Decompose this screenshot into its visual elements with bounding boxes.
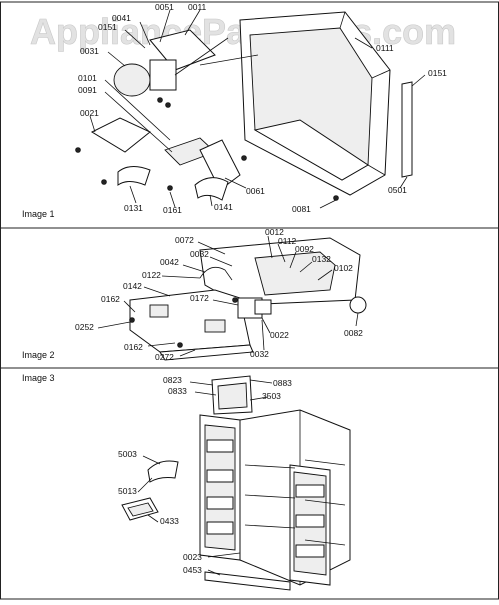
image-1-title: Image 1	[22, 209, 55, 219]
freezer-bin	[206, 439, 234, 453]
callout: 0151	[428, 68, 447, 78]
chute-left	[117, 166, 151, 186]
image-1-drawing	[75, 9, 426, 209]
callout: 0501	[388, 185, 407, 195]
callout: 0082	[344, 328, 363, 338]
callout: 0833	[168, 386, 187, 396]
callout: 0101	[78, 73, 97, 83]
callout: 0091	[78, 85, 97, 95]
image-3-callouts: 0823 0833 0883 3503 5003 5013 0433 0023 …	[118, 375, 292, 575]
callout: 0433	[160, 516, 179, 526]
fan-motor	[149, 59, 177, 91]
freezer-door-inner	[204, 424, 236, 551]
callout: 0161	[163, 205, 182, 215]
gasket-strip	[401, 81, 413, 178]
callout: 5003	[118, 449, 137, 459]
dispenser-cover-inner	[217, 382, 248, 410]
door-bin	[295, 484, 325, 498]
freezer-bin	[206, 469, 234, 483]
freezer-bin	[206, 496, 234, 510]
ice-chute	[147, 460, 179, 483]
actuator	[254, 299, 272, 315]
chute-front	[194, 177, 229, 201]
image-3-title: Image 3	[22, 373, 55, 383]
callout: 0072	[175, 235, 194, 245]
solenoid-knob	[349, 296, 367, 314]
callout: 0131	[124, 203, 143, 213]
callout: 0122	[142, 270, 161, 280]
callout: 3503	[262, 391, 281, 401]
callout: 0823	[163, 375, 182, 385]
callout: 0022	[270, 330, 289, 340]
kickplate	[204, 571, 291, 591]
image-2-drawing	[97, 235, 367, 361]
image-2-title: Image 2	[22, 350, 55, 360]
callout: 0012	[265, 227, 284, 237]
panel-switch-left	[149, 304, 169, 318]
auger-bracket	[90, 117, 151, 153]
callout: 0252	[75, 322, 94, 332]
panel-switch-right	[204, 319, 226, 333]
drip-tray-grille	[127, 502, 154, 517]
callout: 0883	[273, 378, 292, 388]
callout: 0041	[112, 13, 131, 23]
image-1-callouts: 0051 0011 0041 0151 0031 0111 0151 0101 …	[78, 2, 447, 215]
callout: 0162	[101, 294, 120, 304]
callout: 5013	[118, 486, 137, 496]
panel-lip	[159, 344, 254, 361]
callout: 0453	[183, 565, 202, 575]
callout: 0042	[160, 257, 179, 267]
door-bin	[295, 514, 325, 528]
callout: 0102	[334, 263, 353, 273]
callout: 0092	[295, 244, 314, 254]
callout: 0151	[98, 22, 117, 32]
callout: 0011	[188, 2, 207, 12]
wire-harness	[199, 266, 233, 281]
image-3-drawing	[121, 375, 351, 591]
callout: 0031	[80, 46, 99, 56]
callout: 0162	[124, 342, 143, 352]
door-bin	[295, 544, 325, 558]
callout: 0032	[190, 249, 209, 259]
callout: 0023	[183, 552, 202, 562]
callout: 0141	[214, 202, 233, 212]
callout: 0142	[123, 281, 142, 291]
callout: 0112	[278, 236, 297, 246]
image-2-callouts: 0072 0012 0112 0092 0132 0102 0032 0042 …	[75, 227, 363, 362]
fan-blade	[113, 63, 151, 97]
housing-recess	[254, 251, 336, 296]
callout: 0172	[190, 293, 209, 303]
callout: 0051	[155, 2, 174, 12]
freezer-bin	[206, 521, 234, 535]
callout: 0021	[80, 108, 99, 118]
callout: 0111	[376, 43, 394, 53]
callout: 0061	[246, 186, 265, 196]
callout: 0272	[155, 352, 174, 362]
callout: 0032	[250, 349, 269, 359]
callout: 0132	[312, 254, 331, 264]
callout: 0081	[292, 204, 311, 214]
chute-right	[199, 139, 241, 191]
